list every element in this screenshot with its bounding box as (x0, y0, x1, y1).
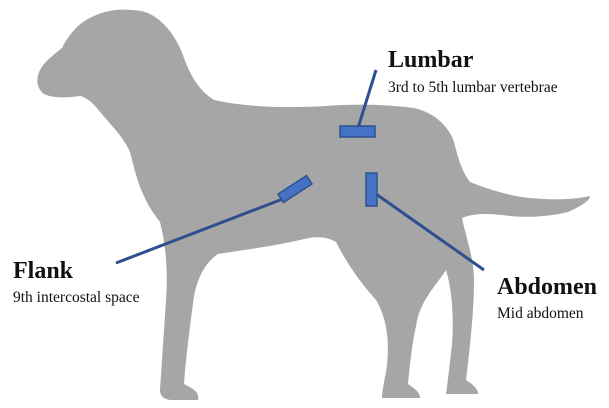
lumbar-title: Lumbar (388, 47, 474, 73)
abdomen-probe-marker (366, 173, 377, 206)
flank-title: Flank (13, 258, 74, 284)
flank-subtitle: 9th intercostal space (13, 289, 140, 306)
lumbar-probe-marker (340, 126, 375, 137)
abdomen-subtitle: Mid abdomen (497, 305, 584, 322)
abdomen-title: Abdomen (497, 274, 597, 300)
dog-silhouette (37, 10, 590, 400)
lumbar-subtitle: 3rd to 5th lumbar vertebrae (388, 79, 558, 96)
